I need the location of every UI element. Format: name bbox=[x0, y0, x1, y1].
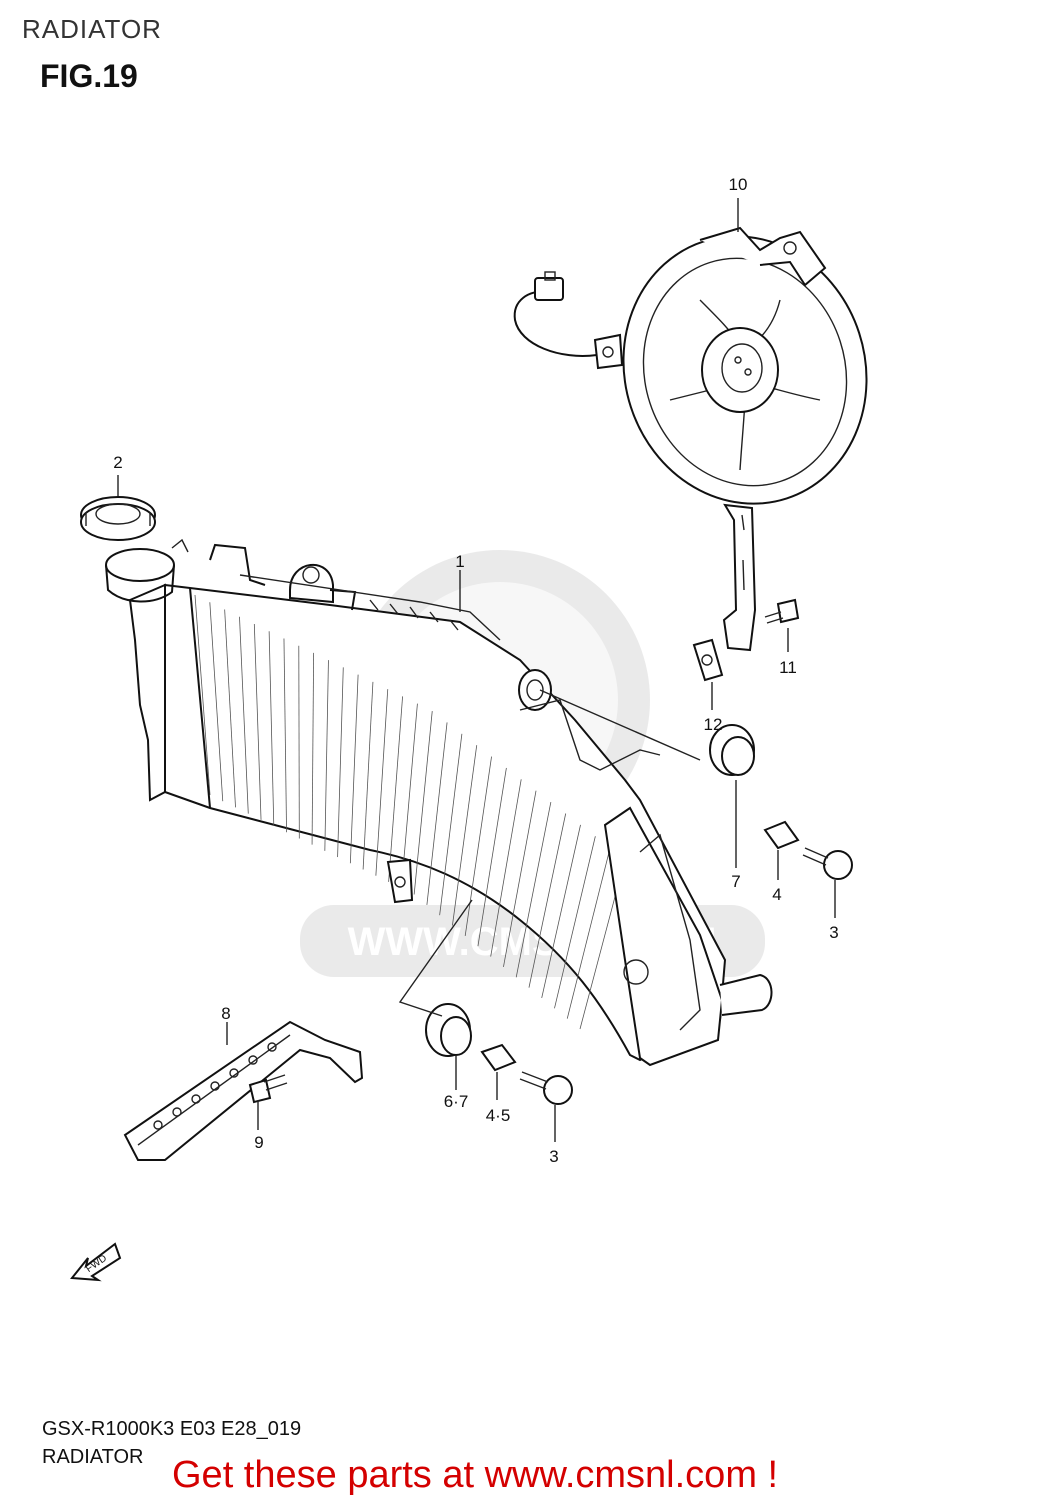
callout-3-upper: 3 bbox=[829, 923, 838, 942]
radiator-fin bbox=[528, 813, 567, 988]
bolt-9 bbox=[248, 1074, 288, 1104]
callout-labels: 10 2 1 11 12 7 4 3 8 6·7 4·5 3 9 bbox=[113, 175, 838, 1166]
grommet-6-7 bbox=[425, 1003, 472, 1057]
lower-bracket-8 bbox=[123, 1020, 364, 1161]
radiator-fin bbox=[388, 696, 403, 882]
radiator-fin bbox=[375, 689, 389, 876]
radiator-fin bbox=[224, 609, 236, 808]
bracket-hole bbox=[191, 1094, 201, 1104]
bracket-hole bbox=[172, 1107, 182, 1117]
callout-2: 2 bbox=[113, 453, 122, 472]
bracket-hole bbox=[229, 1068, 239, 1078]
radiator-fin bbox=[477, 767, 507, 947]
bracket-hole bbox=[248, 1055, 258, 1065]
callout-4-5: 4·5 bbox=[486, 1106, 511, 1125]
radiator-fin bbox=[324, 660, 329, 851]
bolt-3-upper bbox=[802, 847, 853, 880]
cooling-fan bbox=[513, 226, 868, 652]
collar-4-5 bbox=[480, 1043, 517, 1072]
clip-nut-12 bbox=[692, 638, 724, 682]
radiator-fin bbox=[566, 847, 611, 1019]
radiator-cap bbox=[80, 496, 156, 541]
radiator-fin bbox=[283, 638, 287, 833]
callout-12: 12 bbox=[704, 715, 723, 734]
model-code: GSX-R1000K3 E03 E28_019 bbox=[42, 1418, 302, 1440]
footer-section-name: RADIATOR bbox=[42, 1446, 144, 1468]
radiator-fin bbox=[362, 681, 374, 870]
callout-9: 9 bbox=[254, 1133, 263, 1152]
section-title: RADIATOR bbox=[22, 14, 162, 44]
radiator-fin bbox=[515, 802, 552, 978]
radiator-fin bbox=[298, 645, 300, 839]
radiator-fin bbox=[426, 722, 448, 905]
bracket-hole bbox=[210, 1081, 220, 1091]
radiator-fin bbox=[268, 631, 275, 827]
callout-7: 7 bbox=[731, 872, 740, 891]
promo-link[interactable]: Get these parts at www.cmsnl.com ! bbox=[172, 1454, 779, 1496]
radiator-fin bbox=[439, 733, 463, 916]
radiator-fin bbox=[337, 667, 344, 858]
callout-4: 4 bbox=[772, 885, 781, 904]
radiator-fin bbox=[503, 790, 537, 968]
collar-4 bbox=[763, 820, 800, 850]
bracket-hole bbox=[267, 1042, 277, 1052]
radiator-fin bbox=[209, 602, 224, 802]
bracket-hole bbox=[153, 1120, 163, 1130]
radiator-fin bbox=[541, 824, 581, 999]
forward-arrow-icon: FWD bbox=[70, 1242, 122, 1282]
grommet-7 bbox=[709, 724, 755, 776]
figure-label: FIG.19 bbox=[40, 58, 138, 94]
bracket-holes bbox=[153, 1042, 277, 1130]
radiator-fin bbox=[311, 652, 315, 845]
radiator-fin bbox=[452, 745, 478, 926]
radiator-fin bbox=[253, 623, 262, 820]
radiator-fin bbox=[554, 836, 596, 1009]
callout-3-lower: 3 bbox=[549, 1147, 558, 1166]
bolt-11 bbox=[764, 598, 800, 624]
radiator-fin bbox=[194, 594, 211, 796]
radiator-fin bbox=[490, 779, 522, 957]
radiator-fins bbox=[194, 594, 626, 1030]
radiator-fin bbox=[239, 616, 249, 814]
callout-6-7: 6·7 bbox=[444, 1092, 469, 1111]
radiator-fin bbox=[349, 674, 359, 864]
callout-1: 1 bbox=[455, 552, 464, 571]
callout-11: 11 bbox=[779, 658, 797, 677]
bolt-3-lower bbox=[519, 1071, 573, 1105]
leader-lines bbox=[117, 198, 836, 1142]
radiator-fin bbox=[400, 703, 418, 889]
radiator-fin bbox=[464, 756, 492, 936]
callout-8: 8 bbox=[221, 1004, 230, 1023]
radiator-fin bbox=[413, 711, 433, 895]
callout-10: 10 bbox=[729, 175, 748, 194]
radiator-core bbox=[105, 538, 773, 1067]
